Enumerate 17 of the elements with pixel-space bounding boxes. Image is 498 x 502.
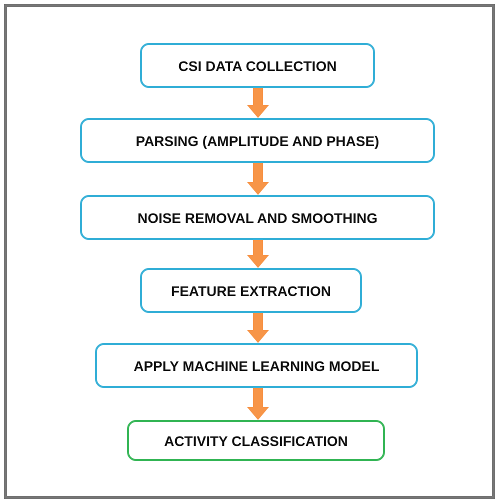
process-box [140, 268, 362, 313]
process-box [140, 43, 375, 88]
process-box [95, 343, 418, 388]
arrow [247, 240, 269, 268]
step-label: PARSING (AMPLITUDE AND PHASE) [136, 132, 380, 148]
step-label: FEATURE EXTRACTION [171, 282, 331, 298]
arrow [247, 163, 269, 195]
arrow [247, 88, 269, 118]
step-label: ACTIVITY CLASSIFICATION [164, 432, 348, 448]
arrow [247, 313, 269, 343]
step-label: APPLY MACHINE LEARNING MODEL [134, 358, 380, 374]
step-label: NOISE REMOVAL AND SMOOTHING [137, 210, 378, 226]
process-box [80, 195, 435, 240]
arrow [247, 388, 269, 420]
step-label: CSI DATA COLLECTION [178, 58, 337, 74]
process-box [127, 420, 385, 461]
process-box [80, 118, 435, 163]
